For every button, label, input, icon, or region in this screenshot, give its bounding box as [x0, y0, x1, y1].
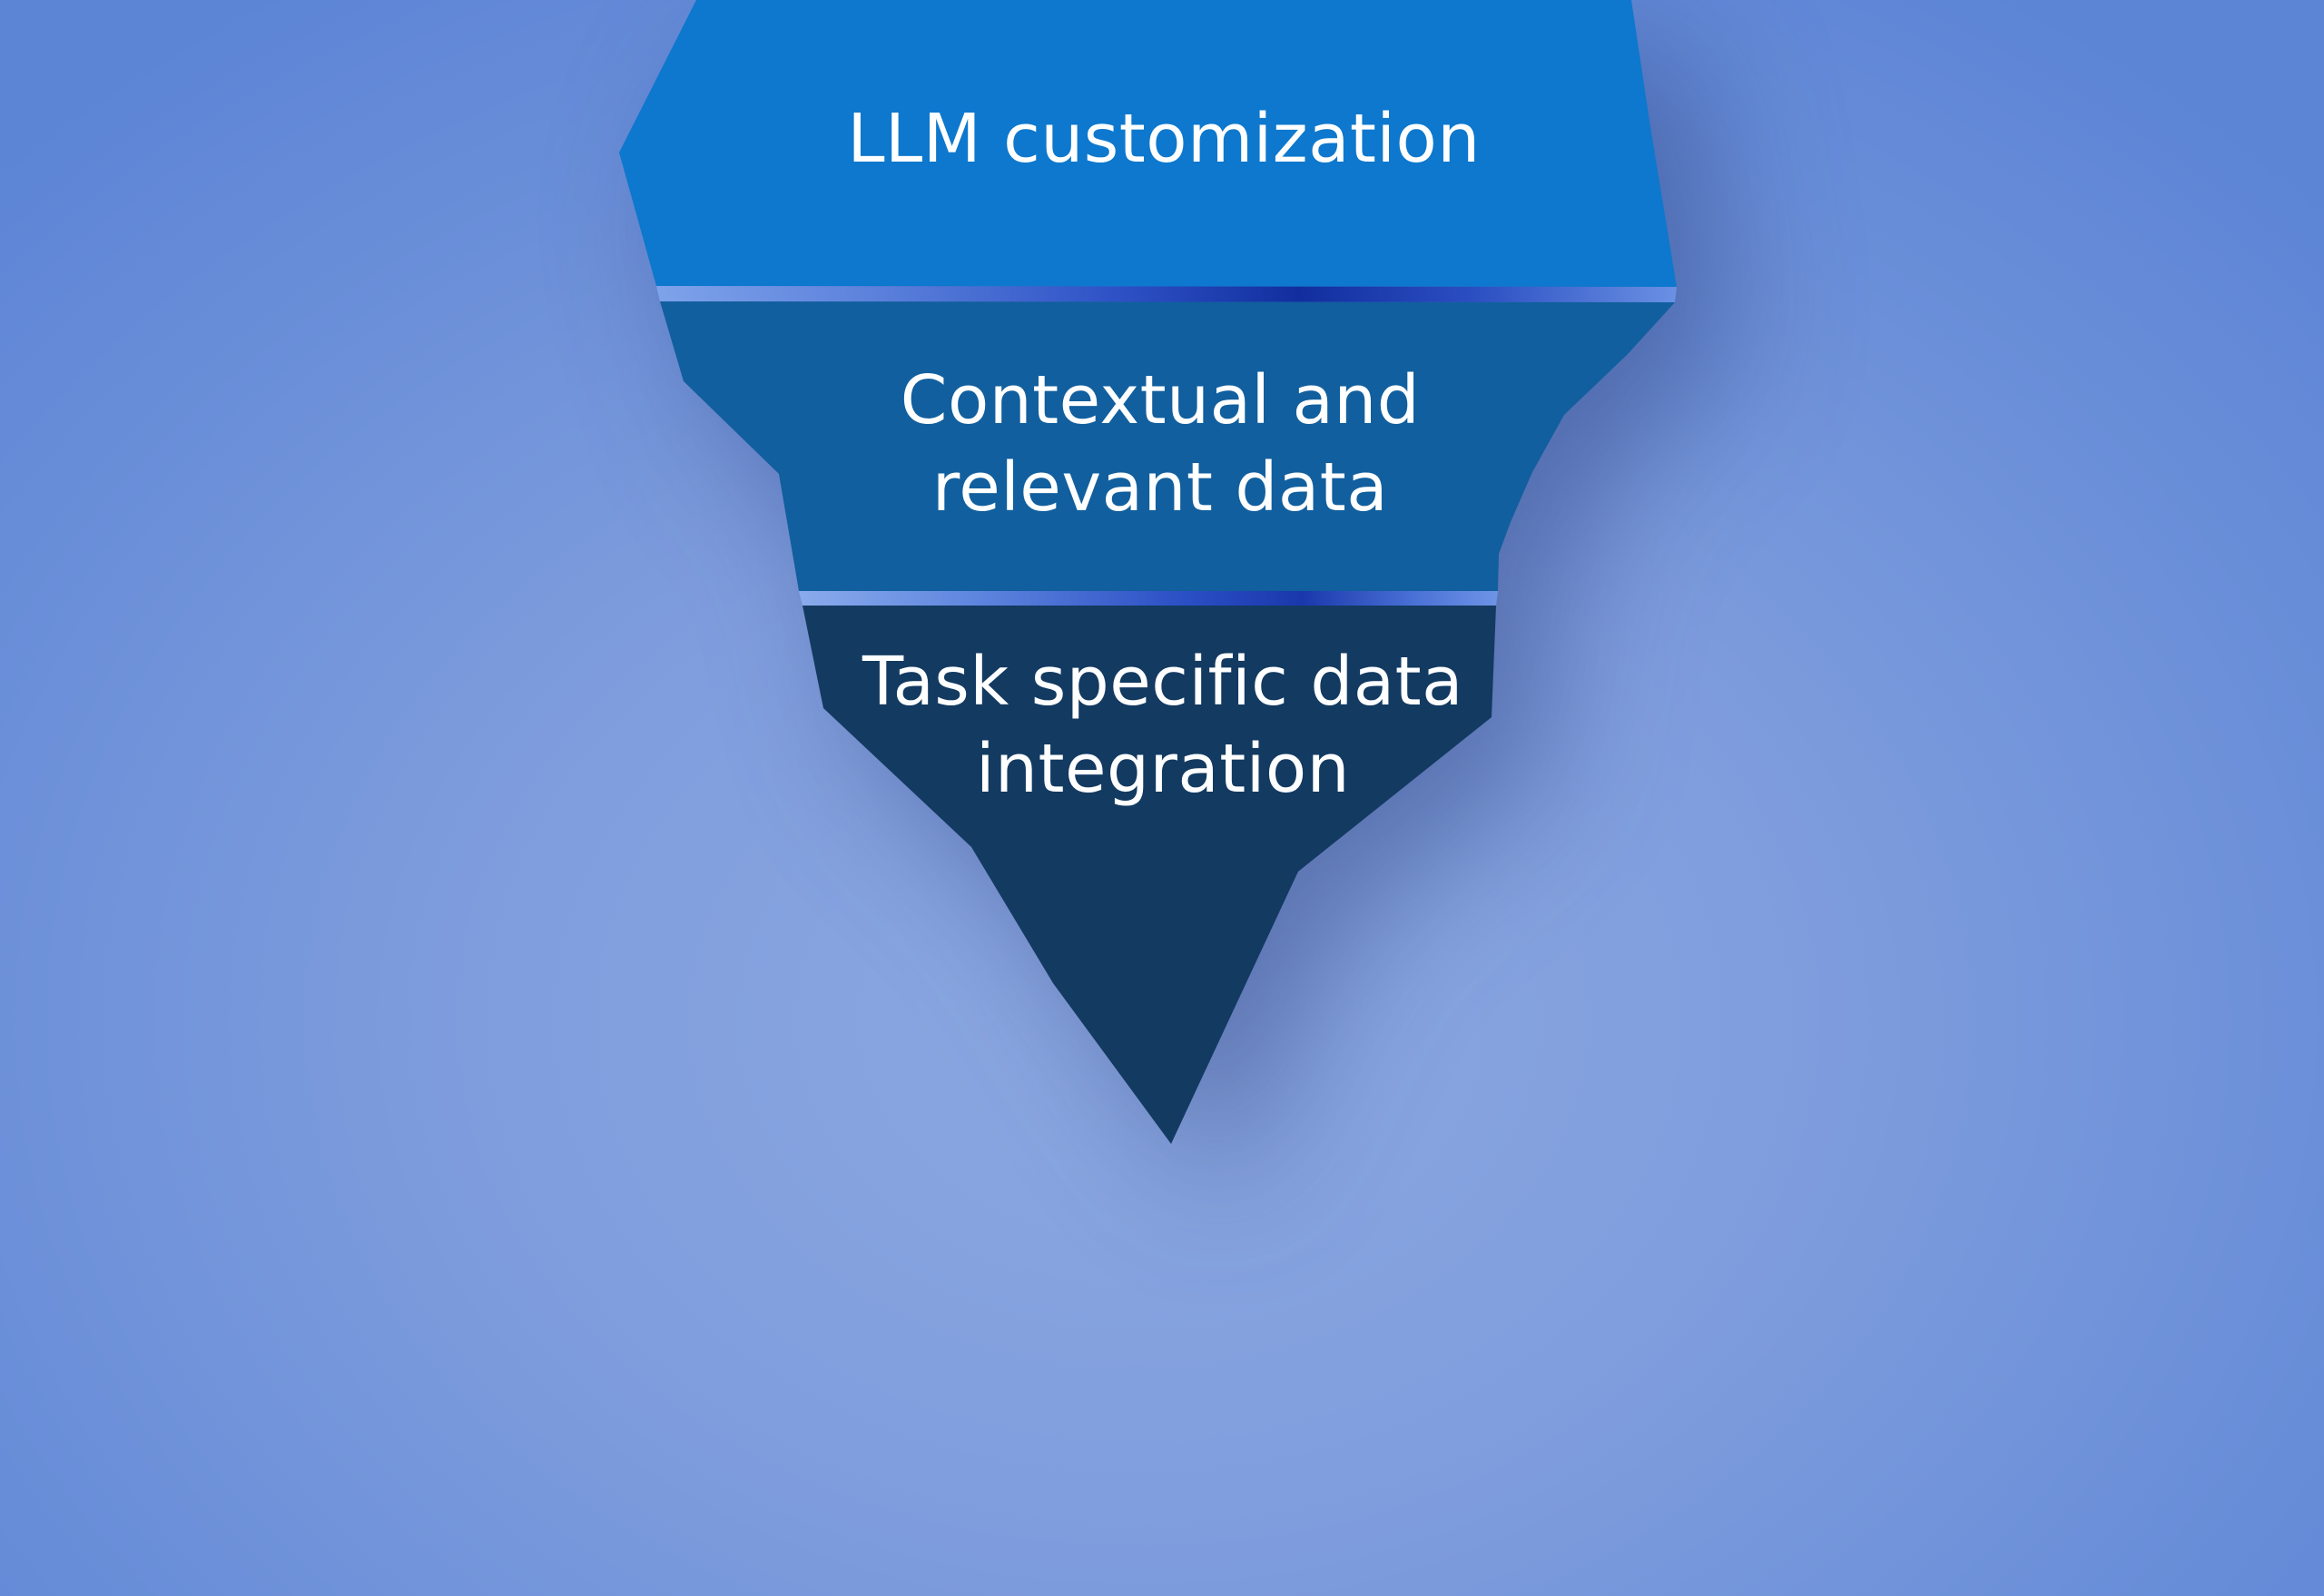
funnel-segment-middle: [660, 301, 1675, 591]
segment-bottom-label-line-1: Task specific data: [862, 643, 1464, 721]
segment-middle-label-line-1: Contextual and: [900, 361, 1421, 439]
segment-middle-label-line-2: relevant data: [931, 448, 1389, 527]
segment-top-label: LLM customization: [847, 100, 1481, 178]
funnel-segment-top: [619, 0, 1677, 287]
segment-bottom-label-line-2: integration: [976, 730, 1350, 808]
divider-band-2: [799, 591, 1498, 606]
funnel-segment-bottom: [803, 606, 1496, 1144]
divider-band-1: [656, 286, 1677, 302]
